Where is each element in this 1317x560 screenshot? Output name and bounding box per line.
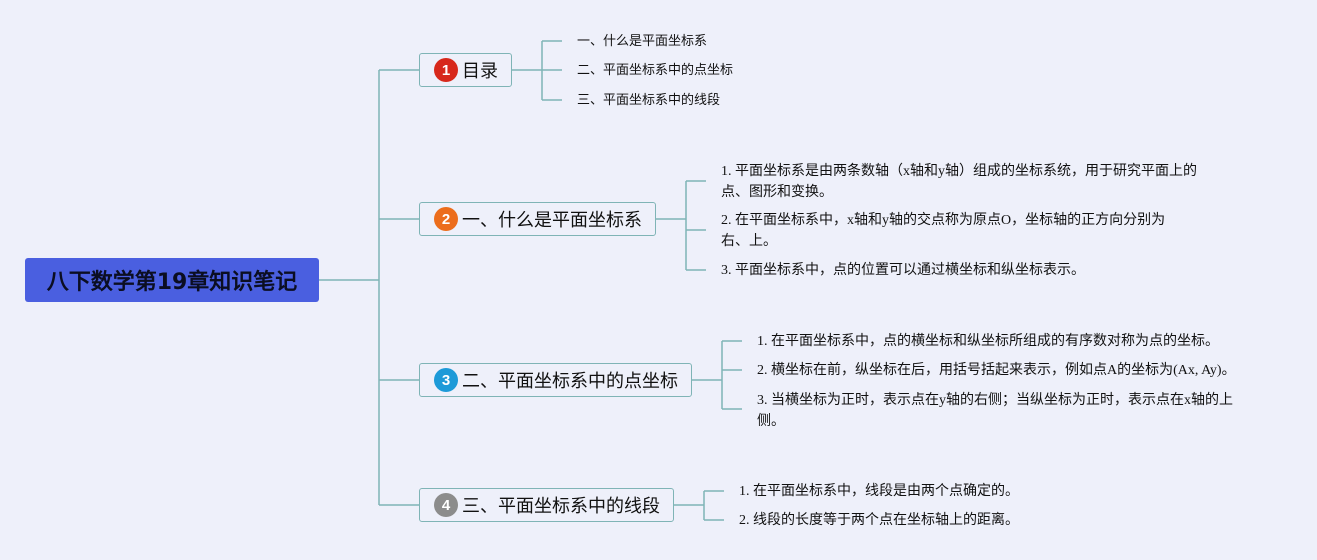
- leaf-3-2[interactable]: 2. 横坐标在前，纵坐标在后，用括号括起来表示，例如点A的坐标为(Ax, Ay)…: [757, 363, 1236, 378]
- leaf-2-2[interactable]: 2. 在平面坐标系中，x轴和y轴的交点称为原点O，坐标轴的正方向分别为右、上。: [721, 213, 1166, 249]
- number-badge-2: 2: [434, 207, 458, 231]
- leaf-1-3[interactable]: 三、平面坐标系中的线段: [577, 93, 721, 108]
- leaf-4-1[interactable]: 1. 在平面坐标系中，线段是由两个点确定的。: [739, 484, 1019, 499]
- root-node[interactable]: 八下数学第19章知识笔记: [25, 258, 319, 302]
- root-title: 八下数学第19章知识笔记: [46, 270, 298, 295]
- leaf-4-2[interactable]: 2. 线段的长度等于两个点在坐标轴上的距离。: [739, 513, 1019, 528]
- branch-label-1: 目录: [462, 61, 498, 82]
- branch-node-3[interactable]: 3 二、平面坐标系中的点坐标: [419, 363, 692, 397]
- leaf-2-3[interactable]: 3. 平面坐标系中，点的位置可以通过横坐标和纵坐标表示。: [721, 263, 1085, 278]
- number-badge-4: 4: [434, 493, 458, 517]
- leaf-1-1[interactable]: 一、什么是平面坐标系: [577, 34, 708, 49]
- branch-node-2[interactable]: 2 一、什么是平面坐标系: [419, 202, 656, 236]
- branch-node-1[interactable]: 1 目录: [419, 53, 512, 87]
- branch-label-3: 二、平面坐标系中的点坐标: [462, 371, 678, 392]
- number-badge-3: 3: [434, 368, 458, 392]
- connector-b2-children: [656, 180, 706, 271]
- leaf-3-1[interactable]: 1. 在平面坐标系中，点的横坐标和纵坐标所组成的有序数对称为点的坐标。: [757, 334, 1219, 349]
- leaf-2-1[interactable]: 1. 平面坐标系是由两条数轴（x轴和y轴）组成的坐标系统，用于研究平面上的点、图…: [721, 164, 1197, 200]
- branch-label-4: 三、平面坐标系中的线段: [462, 496, 660, 517]
- connector-b1-children: [512, 40, 562, 101]
- branch-node-4[interactable]: 4 三、平面坐标系中的线段: [419, 488, 674, 522]
- connector-b3-children: [692, 340, 742, 410]
- connector-b4-children: [674, 490, 724, 521]
- leaf-1-2[interactable]: 二、平面坐标系中的点坐标: [577, 63, 734, 78]
- branch-label-2: 一、什么是平面坐标系: [462, 210, 642, 231]
- leaf-3-3[interactable]: 3. 当横坐标为正时，表示点在y轴的右侧；当纵坐标为正时，表示点在x轴的上侧。: [757, 393, 1233, 429]
- number-badge-1: 1: [434, 58, 458, 82]
